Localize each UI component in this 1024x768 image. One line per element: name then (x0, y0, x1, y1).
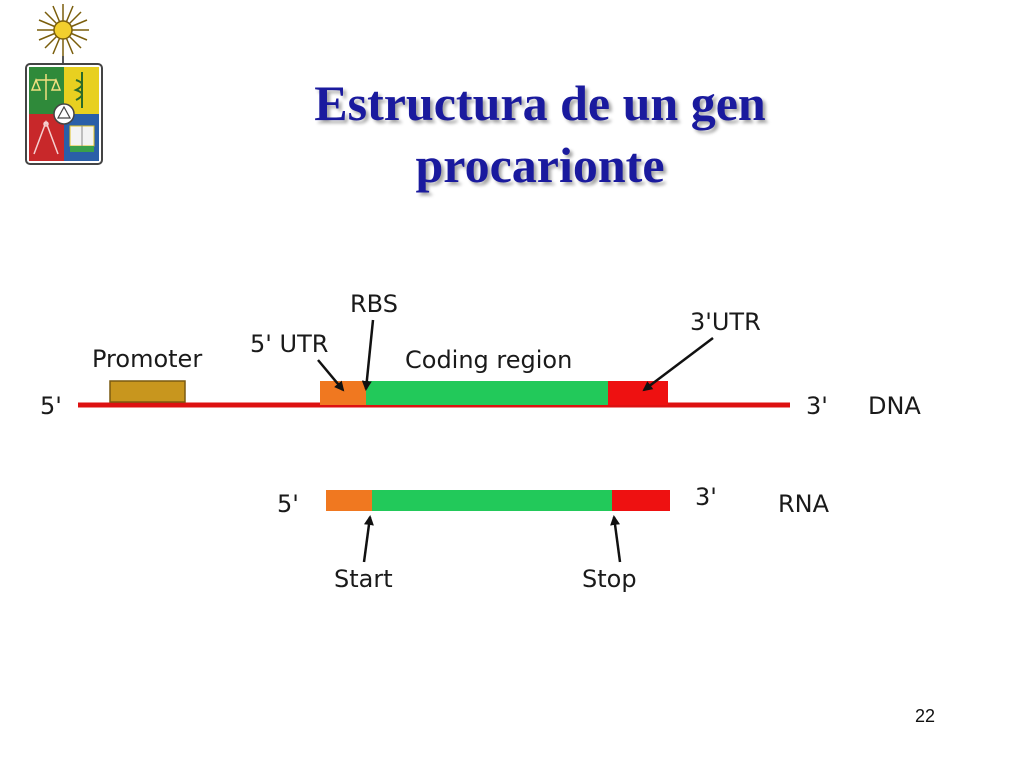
rbs-arrow (361, 319, 375, 391)
rbs-label: RBS (350, 290, 398, 318)
rna-three-prime-label: 3' (695, 483, 717, 511)
dna-utr5-box (320, 381, 366, 405)
dna-coding-region-box (366, 381, 608, 405)
university-crest-logo (18, 0, 108, 172)
utr3-label: 3'UTR (690, 308, 761, 336)
utr5-label: 5' UTR (250, 330, 328, 358)
dna-utr3-box (608, 381, 668, 405)
rna-utr5-box (326, 490, 372, 511)
sun-star-icon (37, 4, 89, 56)
utr5-arrow (317, 359, 345, 392)
dna-five-prime-label: 5' (40, 392, 62, 420)
slide-title-line-1: Estructura de un gen (314, 75, 766, 131)
rna-coding-region-box (372, 490, 612, 511)
start-arrow (362, 515, 374, 563)
dna-three-prime-label: 3' (806, 392, 828, 420)
rna-label: RNA (778, 490, 830, 518)
stop-arrow (610, 515, 622, 563)
university-crest-icon (25, 4, 103, 165)
coding-region-label: Coding region (405, 346, 572, 374)
promoter-box (109, 380, 186, 403)
promoter-label: Promoter (92, 345, 202, 373)
slide-title: Estructura de un gen procarionte (170, 72, 910, 196)
rna-five-prime-label: 5' (277, 490, 299, 518)
dna-label: DNA (868, 392, 921, 420)
page-number: 22 (914, 706, 936, 726)
start-codon-label: Start (334, 565, 393, 593)
stop-codon-label: Stop (582, 565, 637, 593)
slide-title-line-2: procarionte (415, 137, 665, 193)
shield-icon (25, 63, 103, 165)
rna-utr3-box (612, 490, 670, 511)
utr3-arrow (642, 337, 714, 392)
